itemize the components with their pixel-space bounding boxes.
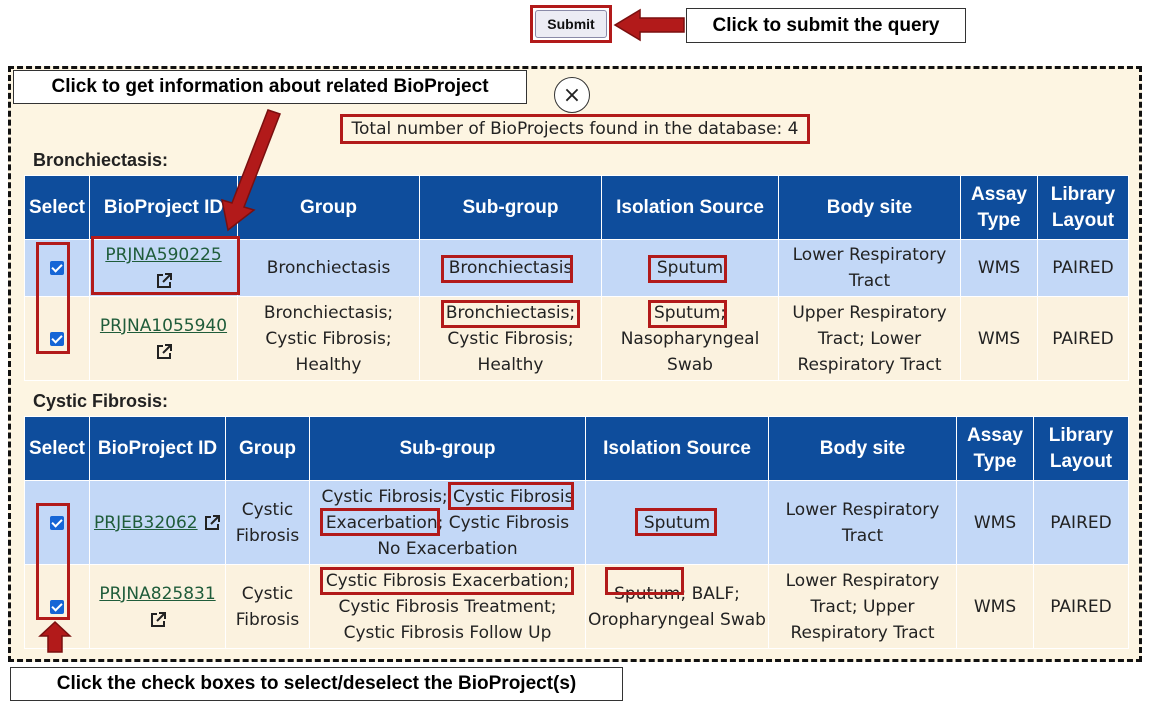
submit-highlight: Submit (530, 5, 612, 43)
external-link-icon[interactable] (203, 514, 221, 532)
body-site-cell: Lower Respiratory Tract; Upper Respirato… (768, 564, 957, 649)
body-site-cell: Upper Respiratory Tract; Lower Respirato… (778, 296, 961, 381)
assay-type-cell: WMS (956, 480, 1034, 565)
external-link-icon[interactable] (155, 272, 173, 290)
sub-group-cell: Bronchiectasis (419, 239, 602, 297)
group-cell: Cystic Fibrosis (225, 564, 310, 649)
close-icon[interactable]: × (554, 77, 590, 113)
group-title-cystic-fibrosis: Cystic Fibrosis: (33, 391, 169, 411)
bioproject-link[interactable]: PRJNA1055940 (99, 315, 228, 336)
checkbox-callout: Click the check boxes to select/deselect… (10, 667, 623, 701)
header-sub-group: Sub-group (309, 416, 586, 481)
isolation-source-cell: Sputum; Nasopharyngeal Swab (601, 296, 779, 381)
header-library-layout: Library Layout (1037, 175, 1129, 240)
external-link-icon[interactable] (149, 611, 167, 629)
isolation-source-cell: Sputum; BALF; Oropharyngeal Swab (585, 564, 769, 649)
select-checkbox[interactable] (50, 331, 64, 346)
header-assay-type: Assay Type (960, 175, 1038, 240)
bronchiectasis-table: Select BioProject ID Group Sub-group Iso… (24, 175, 1129, 381)
table-row: PRJNA1055940 Bronchiectasis; Cystic Fibr… (24, 296, 1129, 381)
group-cell: Bronchiectasis (237, 239, 420, 297)
assay-type-cell: WMS (960, 239, 1038, 297)
header-assay-type: Assay Type (956, 416, 1034, 481)
header-isolation-source: Isolation Source (601, 175, 779, 240)
isolation-source-cell: Sputum (585, 480, 769, 565)
body-site-cell: Lower Respiratory Tract (778, 239, 961, 297)
header-body-site: Body site (768, 416, 957, 481)
library-layout-cell: PAIRED (1033, 480, 1129, 565)
header-select: Select (24, 416, 90, 481)
submit-callout: Click to submit the query (686, 8, 966, 43)
body-site-cell: Lower Respiratory Tract (768, 480, 957, 565)
arrow-left-icon (613, 8, 685, 42)
cystic-fibrosis-table: Select BioProject ID Group Sub-group Iso… (24, 416, 1129, 649)
select-checkbox[interactable] (50, 515, 64, 530)
assay-type-cell: WMS (960, 296, 1038, 381)
bioproject-callout: Click to get information about related B… (13, 70, 527, 104)
bioproject-link[interactable]: PRJNA590225 (105, 245, 222, 265)
bioproject-link[interactable]: PRJNA825831 (99, 583, 216, 604)
header-select: Select (24, 175, 90, 240)
header-group: Group (237, 175, 420, 240)
table-row: PRJNA590225 Bronchiectasis Bronchiectasi… (24, 239, 1129, 297)
header-sub-group: Sub-group (419, 175, 602, 240)
assay-type-cell: WMS (956, 564, 1034, 649)
header-body-site: Body site (778, 175, 961, 240)
submit-button[interactable]: Submit (535, 10, 607, 38)
group-cell: Bronchiectasis; Cystic Fibrosis; Healthy (237, 296, 420, 381)
library-layout-cell: PAIRED (1037, 296, 1129, 381)
header-library-layout: Library Layout (1033, 416, 1129, 481)
select-checkbox[interactable] (50, 261, 64, 275)
total-count: Total number of BioProjects found in the… (340, 114, 810, 144)
group-title-bronchiectasis: Bronchiectasis: (33, 150, 169, 170)
header-bioproject-id: BioProject ID (89, 416, 226, 481)
sub-group-cell: Cystic Fibrosis; Cystic Fibrosis Exacerb… (309, 480, 586, 565)
library-layout-cell: PAIRED (1037, 239, 1129, 297)
external-link-icon[interactable] (155, 343, 173, 361)
bioproject-link[interactable]: PRJEB32062 (94, 512, 198, 533)
header-group: Group (225, 416, 310, 481)
select-checkbox[interactable] (50, 599, 64, 614)
table-row: PRJNA825831 Cystic Fibrosis Cystic Fibro… (24, 564, 1129, 649)
group-cell: Cystic Fibrosis (225, 480, 310, 565)
header-bioproject-id: BioProject ID (89, 175, 238, 240)
table-row: PRJEB32062 Cystic Fibrosis Cystic Fibros… (24, 480, 1129, 565)
isolation-source-cell: Sputum (601, 239, 779, 297)
header-isolation-source: Isolation Source (585, 416, 769, 481)
sub-group-cell: Cystic Fibrosis Exacerbation; Cystic Fib… (309, 564, 586, 649)
library-layout-cell: PAIRED (1033, 564, 1129, 649)
sub-group-cell: Bronchiectasis; Cystic Fibrosis; Healthy (419, 296, 602, 381)
